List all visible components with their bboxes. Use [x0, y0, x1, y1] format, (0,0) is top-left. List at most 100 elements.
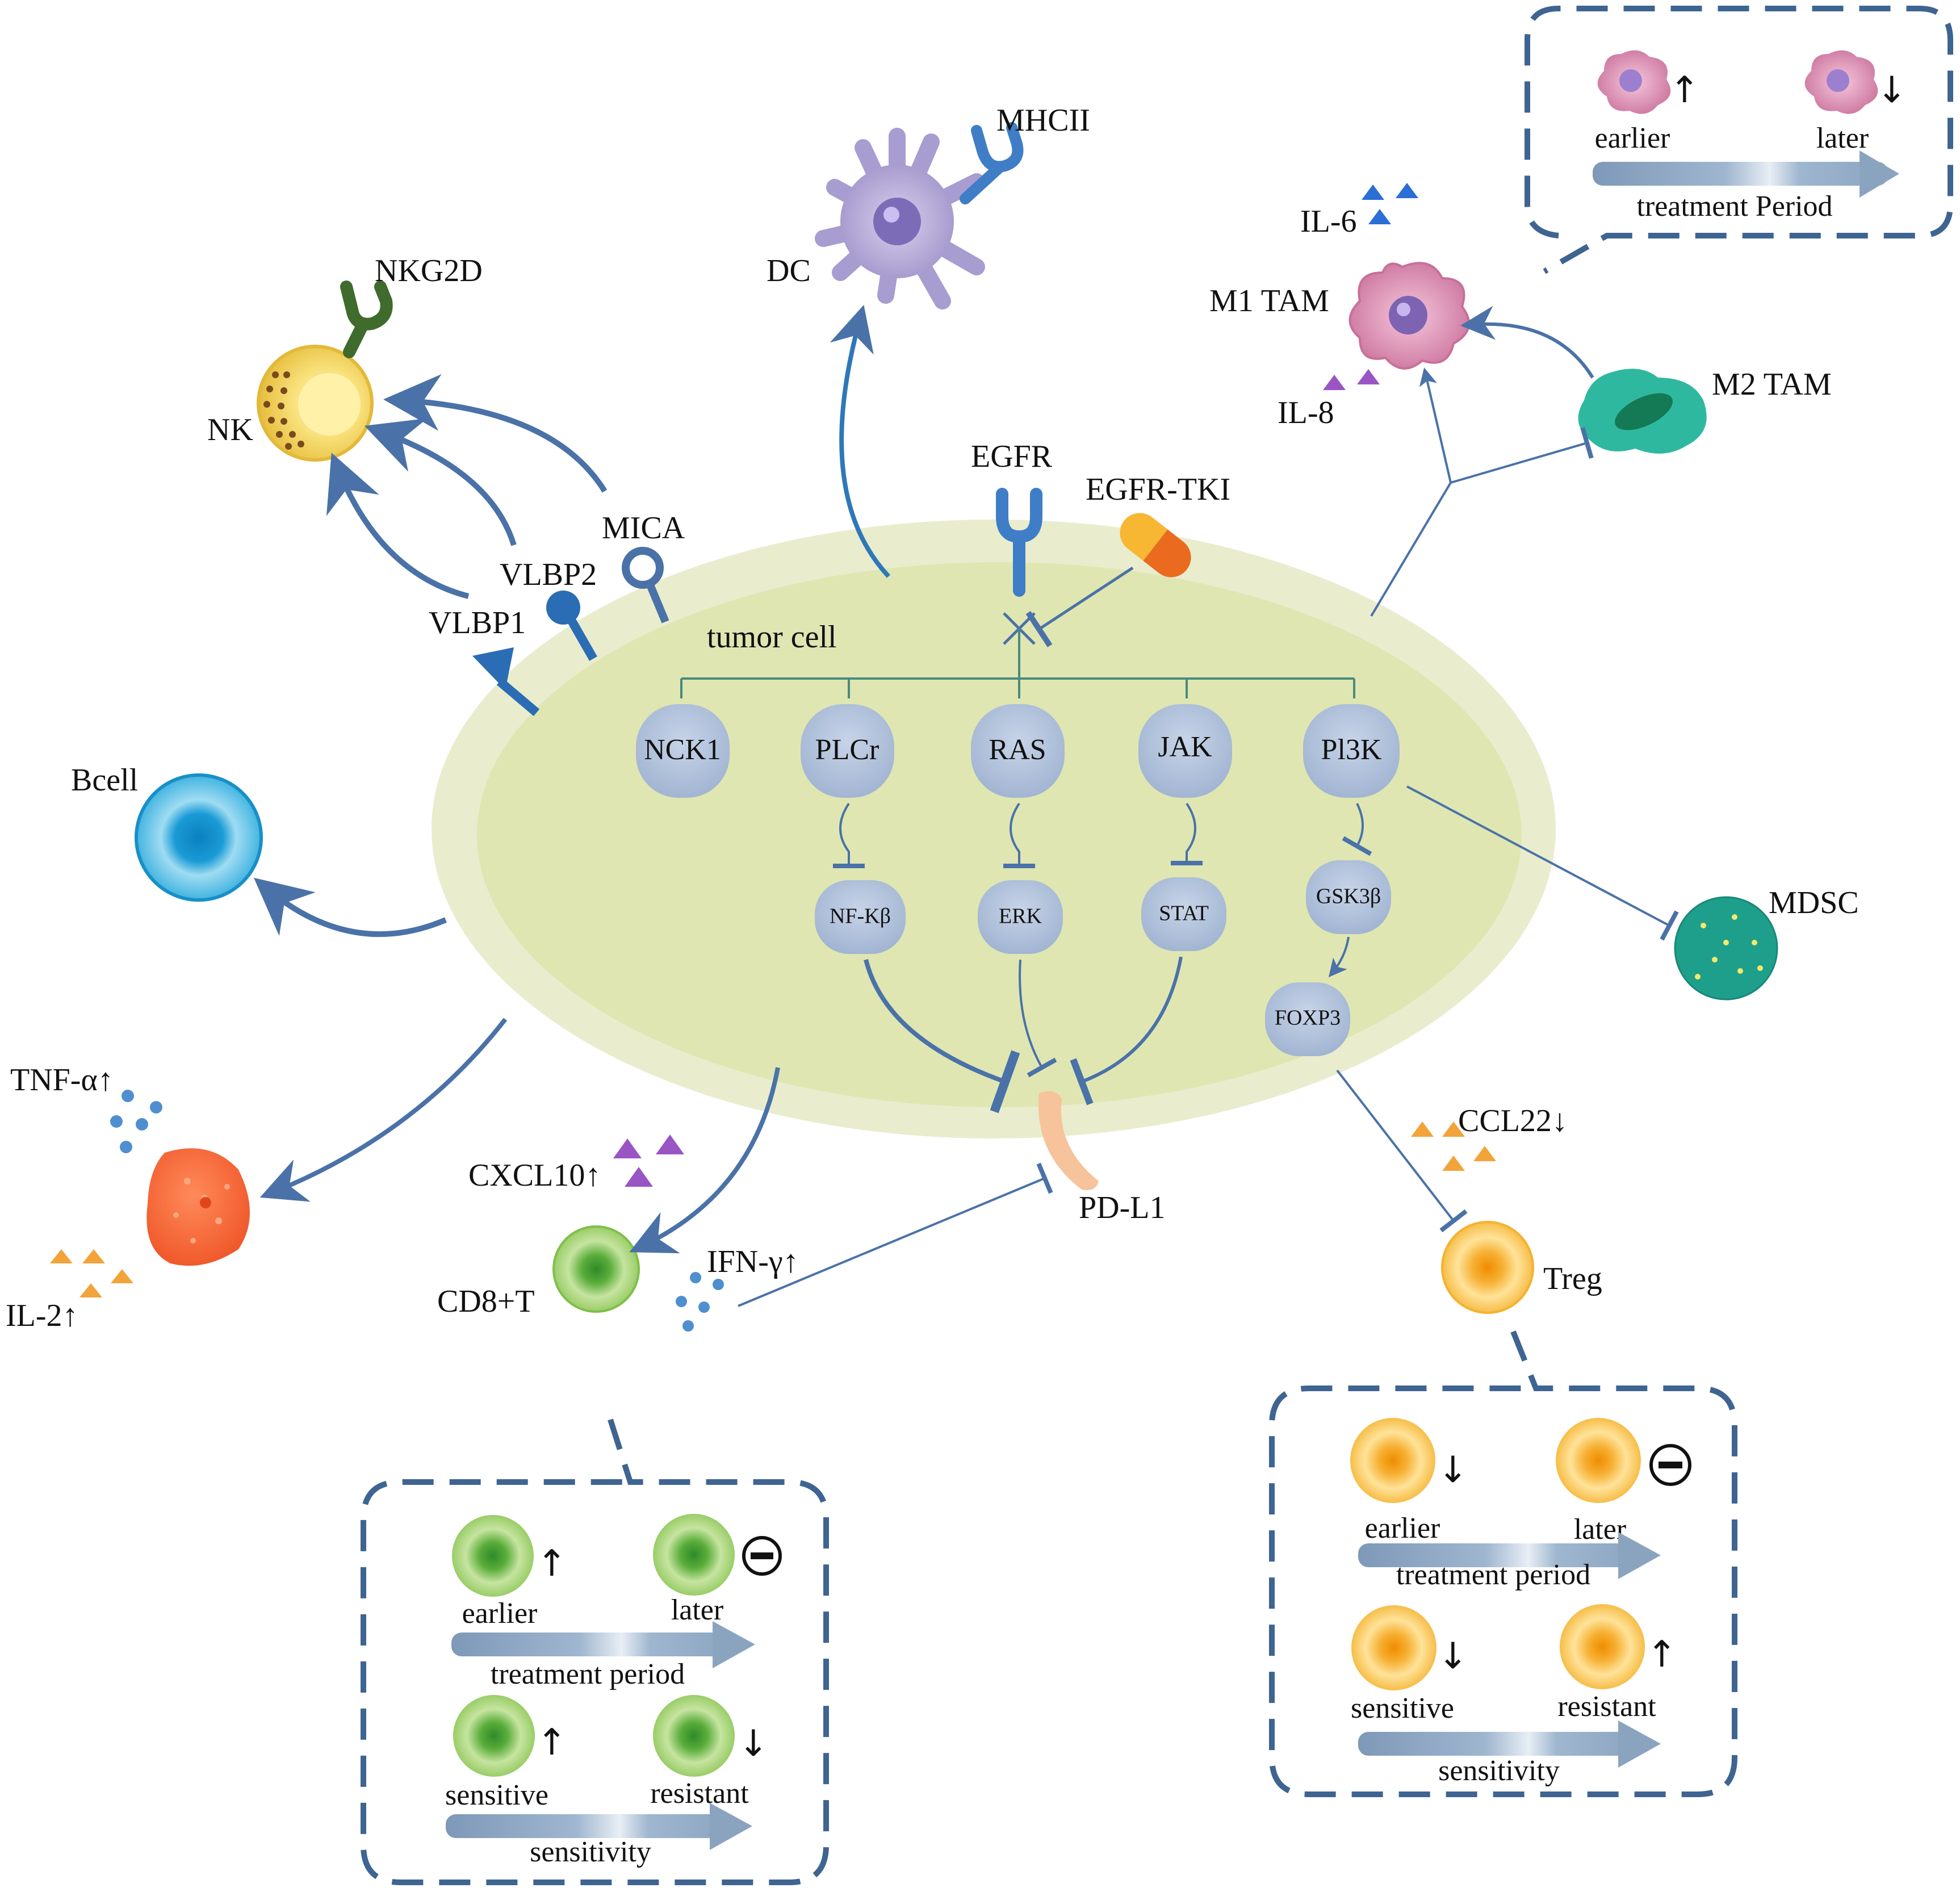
minus-circle-icon [742, 1536, 782, 1576]
mica-receptor [622, 547, 669, 623]
signal-node-nck1: NCK1 [636, 704, 730, 798]
tam-callout-later-cell [1804, 50, 1878, 114]
cd8-box-sensitive-cell [453, 1695, 535, 1777]
dc-cell [815, 128, 985, 309]
tumor-dc-edge [830, 304, 890, 578]
egfr-tki-capsule-icon [1120, 513, 1191, 577]
m1-tam-cell [1348, 262, 1470, 370]
tam-earlier-arrow: ↑ [1669, 69, 1700, 111]
treg-box-sensitive-cell [1351, 1605, 1437, 1690]
tam-regulation-edges [1370, 305, 1594, 617]
treg-period-bar [1358, 1532, 1661, 1579]
tumor-bcell-edge [253, 877, 447, 937]
il2-triangles [50, 1249, 133, 1297]
tki-inhibit-edge [1025, 566, 1134, 648]
signal-node-plcr-label: PLCr [815, 734, 880, 766]
signal-node-jak: JAK [1138, 704, 1232, 798]
signal-node-ras-label: RAS [989, 734, 1046, 766]
tam-later-arrow: ↓ [1877, 69, 1907, 111]
pi3k-mdsc-inhibit-edge [1406, 785, 1679, 941]
pdl1-receptor [1038, 1091, 1099, 1190]
cd8-earlier-arrow: ↑ [537, 1543, 567, 1585]
egfr-label: EGFR [971, 439, 1053, 474]
treg-resistant-label: resistant [1557, 1690, 1656, 1723]
tam-earlier-label: earlier [1595, 122, 1670, 154]
cd8-resistant-arrow: ↓ [738, 1723, 769, 1765]
cd8-box-earlier-cell [452, 1515, 534, 1597]
signal-node-jak-label: JAK [1158, 731, 1212, 763]
mhcii-label: MHCII [996, 103, 1090, 138]
nkg2d-label: NKG2D [375, 253, 483, 288]
ccl22-label: CCL22↓ [1458, 1103, 1568, 1138]
nk-activation-edges [326, 374, 608, 599]
treg-earlier-label: earlier [1365, 1512, 1440, 1544]
cd8-resistant-label: resistant [650, 1777, 749, 1810]
tumor-cell [432, 520, 1556, 1138]
treg-sensitivity-bar [1358, 1721, 1661, 1768]
signal-node-nck1-label: NCK1 [644, 734, 721, 766]
treg-box-resistant-cell [1560, 1604, 1645, 1689]
tam-period-bar [1593, 150, 1899, 198]
signal-node-stat-label: STAT [1159, 902, 1209, 926]
signal-node-stat: STAT [1141, 877, 1226, 951]
vlbp1-receptor [472, 647, 540, 717]
m2-tam-label: M2 TAM [1712, 367, 1832, 402]
cd8-sensitivity-bar [446, 1803, 752, 1850]
cd8-earlier-label: earlier [462, 1597, 538, 1630]
mhcii-receptor [960, 122, 1024, 204]
signal-edges [833, 802, 1372, 1114]
signal-bracket [680, 629, 1355, 698]
treg-label: Treg [1543, 1261, 1602, 1296]
mica-label: MICA [602, 510, 685, 546]
treg-box-earlier-cell [1350, 1418, 1435, 1503]
signal-node-foxp3-label: FOXP3 [1275, 1006, 1341, 1030]
signal-node-pi3k: Pl3K [1303, 704, 1400, 798]
treg-earlier-arrow: ↓ [1438, 1449, 1468, 1491]
nkg2d-receptor [340, 281, 393, 358]
vlbp2-label: VLBP2 [500, 557, 597, 592]
il2-label: IL-2↑ [6, 1298, 78, 1333]
mdsc-cell [1674, 896, 1778, 1001]
nk-label: NK [207, 412, 253, 447]
cxcl10-label: CXCL10↑ [468, 1158, 601, 1193]
cd8-sensitive-label: sensitive [445, 1779, 548, 1811]
bcell-label: Bcell [71, 763, 138, 798]
il8-triangles [1323, 369, 1380, 390]
cd8-later-label: later [671, 1594, 723, 1626]
m1-tam-label: M1 TAM [1209, 283, 1329, 319]
signal-node-gsk3b-label: GSK3β [1316, 885, 1381, 909]
treg-resistant-arrow: ↑ [1647, 1634, 1677, 1676]
il6-triangles [1362, 183, 1418, 224]
tumor-cytotoxic-edge [259, 1018, 508, 1202]
signal-node-foxp3: FOXP3 [1265, 982, 1350, 1056]
treg-sensitive-label: sensitive [1351, 1692, 1454, 1724]
tam-callout-earlier-cell [1597, 50, 1671, 114]
treg-sensitivity-label: sensitivity [1438, 1755, 1560, 1787]
tam-callout-box [1525, 6, 1953, 274]
cd8-cell [552, 1225, 640, 1313]
cytotoxic-cell [146, 1148, 250, 1266]
signal-node-gsk3b: GSK3β [1306, 860, 1391, 934]
ccl22-triangles [1411, 1121, 1496, 1171]
foxp3-treg-inhibit-edge [1336, 1069, 1468, 1233]
cd8-period-label: treatment period [491, 1658, 685, 1690]
nk-cell [257, 345, 374, 462]
signal-node-nfkb-label: NF-Kβ [830, 905, 891, 928]
treg-later-label: later [1574, 1513, 1626, 1546]
vlbp2-receptor [546, 591, 597, 661]
pdl1-label: PD-L1 [1079, 1190, 1165, 1225]
vlbp1-label: VLBP1 [429, 605, 526, 641]
signal-node-erk: ERK [978, 880, 1063, 954]
ifng-pdl1-inhibit-edge [738, 1162, 1053, 1307]
cxcl10-triangles [613, 1135, 684, 1187]
tam-period-label: treatment Period [1636, 190, 1832, 223]
cd8-sensitivity-label: sensitivity [530, 1836, 651, 1868]
treg-box-later-cell [1556, 1418, 1641, 1503]
cd8-period-bar [451, 1621, 755, 1668]
tnf-dots [110, 1090, 162, 1153]
signal-node-erk-label: ERK [999, 905, 1042, 928]
cd8-sensitive-arrow: ↑ [537, 1722, 567, 1764]
egfr-receptor [996, 488, 1042, 597]
treg-sensitive-arrow: ↓ [1438, 1635, 1468, 1677]
